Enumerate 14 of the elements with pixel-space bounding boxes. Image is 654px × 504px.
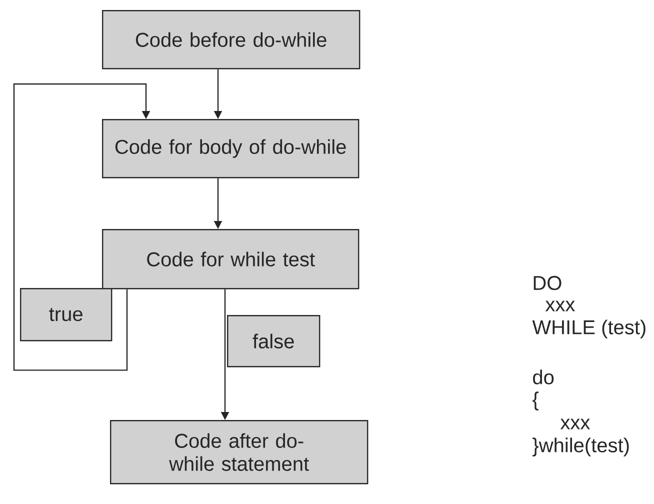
- code-line: DO: [534, 276, 562, 290]
- code-line: {: [532, 392, 539, 410]
- process-box: Code for body of do-while: [102, 119, 360, 178]
- code-line: do: [533, 370, 554, 384]
- process-box: Code for while test: [102, 229, 360, 290]
- process-box: Code after do-while statement: [110, 420, 368, 484]
- condition-box: true: [20, 288, 112, 342]
- process-box: Code before do-while: [102, 10, 360, 70]
- arrow: [13, 83, 150, 371]
- code-line: xxx: [545, 300, 575, 312]
- code-line: xxx: [560, 418, 590, 430]
- code-line: }while(test): [532, 438, 629, 456]
- code-line: WHILE (test): [532, 320, 646, 338]
- condition-box: false: [227, 315, 320, 368]
